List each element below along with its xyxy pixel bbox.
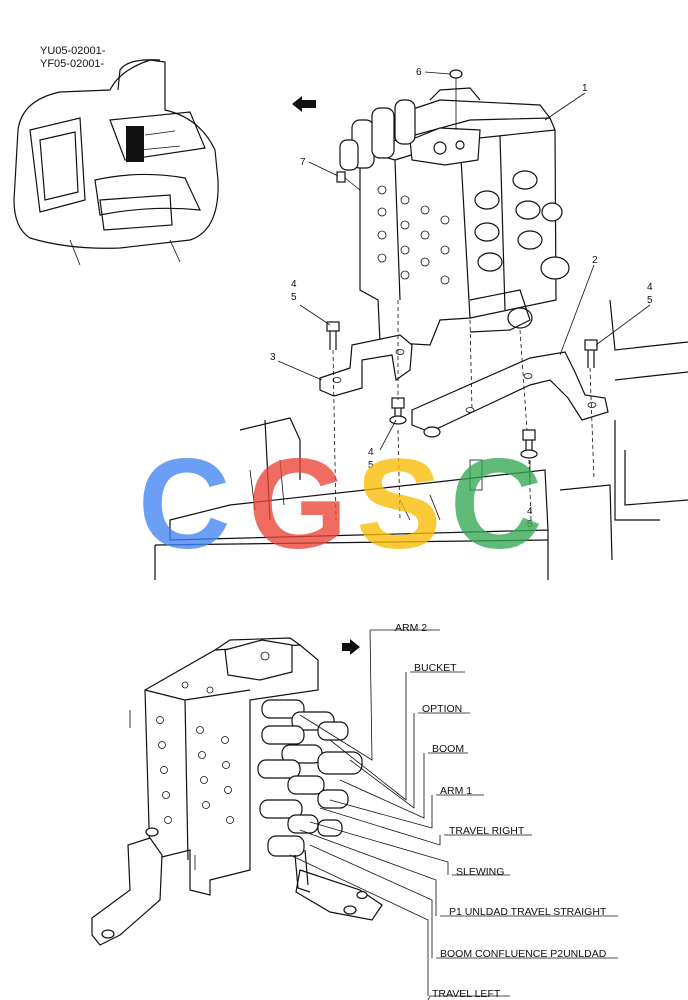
spool-label-arm-1: ARM 1	[440, 785, 472, 797]
arrow-left-icon	[292, 96, 316, 112]
spool-label-boom: BOOM	[432, 743, 464, 755]
model-code-2: YF05-02001-	[40, 58, 105, 70]
nut-center	[423, 426, 441, 438]
spool-label-travel-left: TRAVEL LEFT	[432, 988, 501, 1000]
watermark-letter-g: G	[248, 433, 348, 576]
watermark: C G S C	[138, 433, 542, 576]
bolt-left	[326, 321, 340, 350]
control-valve-lower	[144, 637, 363, 896]
part-number-5b: 5	[647, 295, 653, 306]
part-number-4d: 4	[527, 506, 533, 517]
bracket-2	[411, 351, 609, 433]
spool-label-option: OPTION	[422, 703, 462, 715]
alignment-lines	[332, 300, 595, 521]
part-number-5a: 5	[291, 292, 297, 303]
part-number-3: 3	[270, 352, 276, 363]
bolt-right	[584, 339, 598, 368]
part-6-cap	[449, 69, 463, 130]
spool-label-arm-2: ARM 2	[395, 622, 427, 634]
watermark-letter-c2: C	[450, 433, 542, 576]
spool-label-p1-unldad: P1 UNLDAD TRAVEL STRAIGHT	[449, 906, 607, 918]
arrow-right-icon	[342, 639, 360, 655]
excavator-thumbnail	[13, 59, 219, 266]
model-code-1: YU05-02001-	[40, 45, 106, 57]
base-frame	[154, 299, 688, 580]
part-number-4c: 4	[368, 447, 374, 458]
watermark-letter-s: S	[356, 433, 441, 576]
spool-label-travel-right: TRAVEL RIGHT	[449, 825, 525, 837]
part-number-2: 2	[592, 255, 598, 266]
control-valve-upper	[339, 87, 570, 346]
spool-label-boom-confluence: BOOM CONFLUENCE P2UNLDAD	[440, 948, 607, 960]
spool-label-slewing: SLEWING	[456, 866, 504, 878]
part-number-4b: 4	[647, 282, 653, 293]
spool-leader-lines	[289, 629, 618, 1000]
spool-label-bucket: BUCKET	[414, 662, 457, 674]
part-number-5d: 5	[527, 519, 533, 530]
lower-bracket	[91, 710, 383, 946]
bracket-3	[319, 334, 413, 397]
part-number-4a: 4	[291, 279, 297, 290]
bolt-lower-right	[520, 429, 538, 459]
part-number-6: 6	[416, 67, 422, 78]
part-number-5c: 5	[368, 460, 374, 471]
watermark-letter-c1: C	[138, 433, 230, 576]
part-7-bolt	[336, 171, 361, 191]
leader-lines-top	[277, 92, 651, 482]
bolt-center	[389, 397, 407, 425]
part-number-7: 7	[300, 157, 306, 168]
part-number-1: 1	[582, 83, 588, 94]
